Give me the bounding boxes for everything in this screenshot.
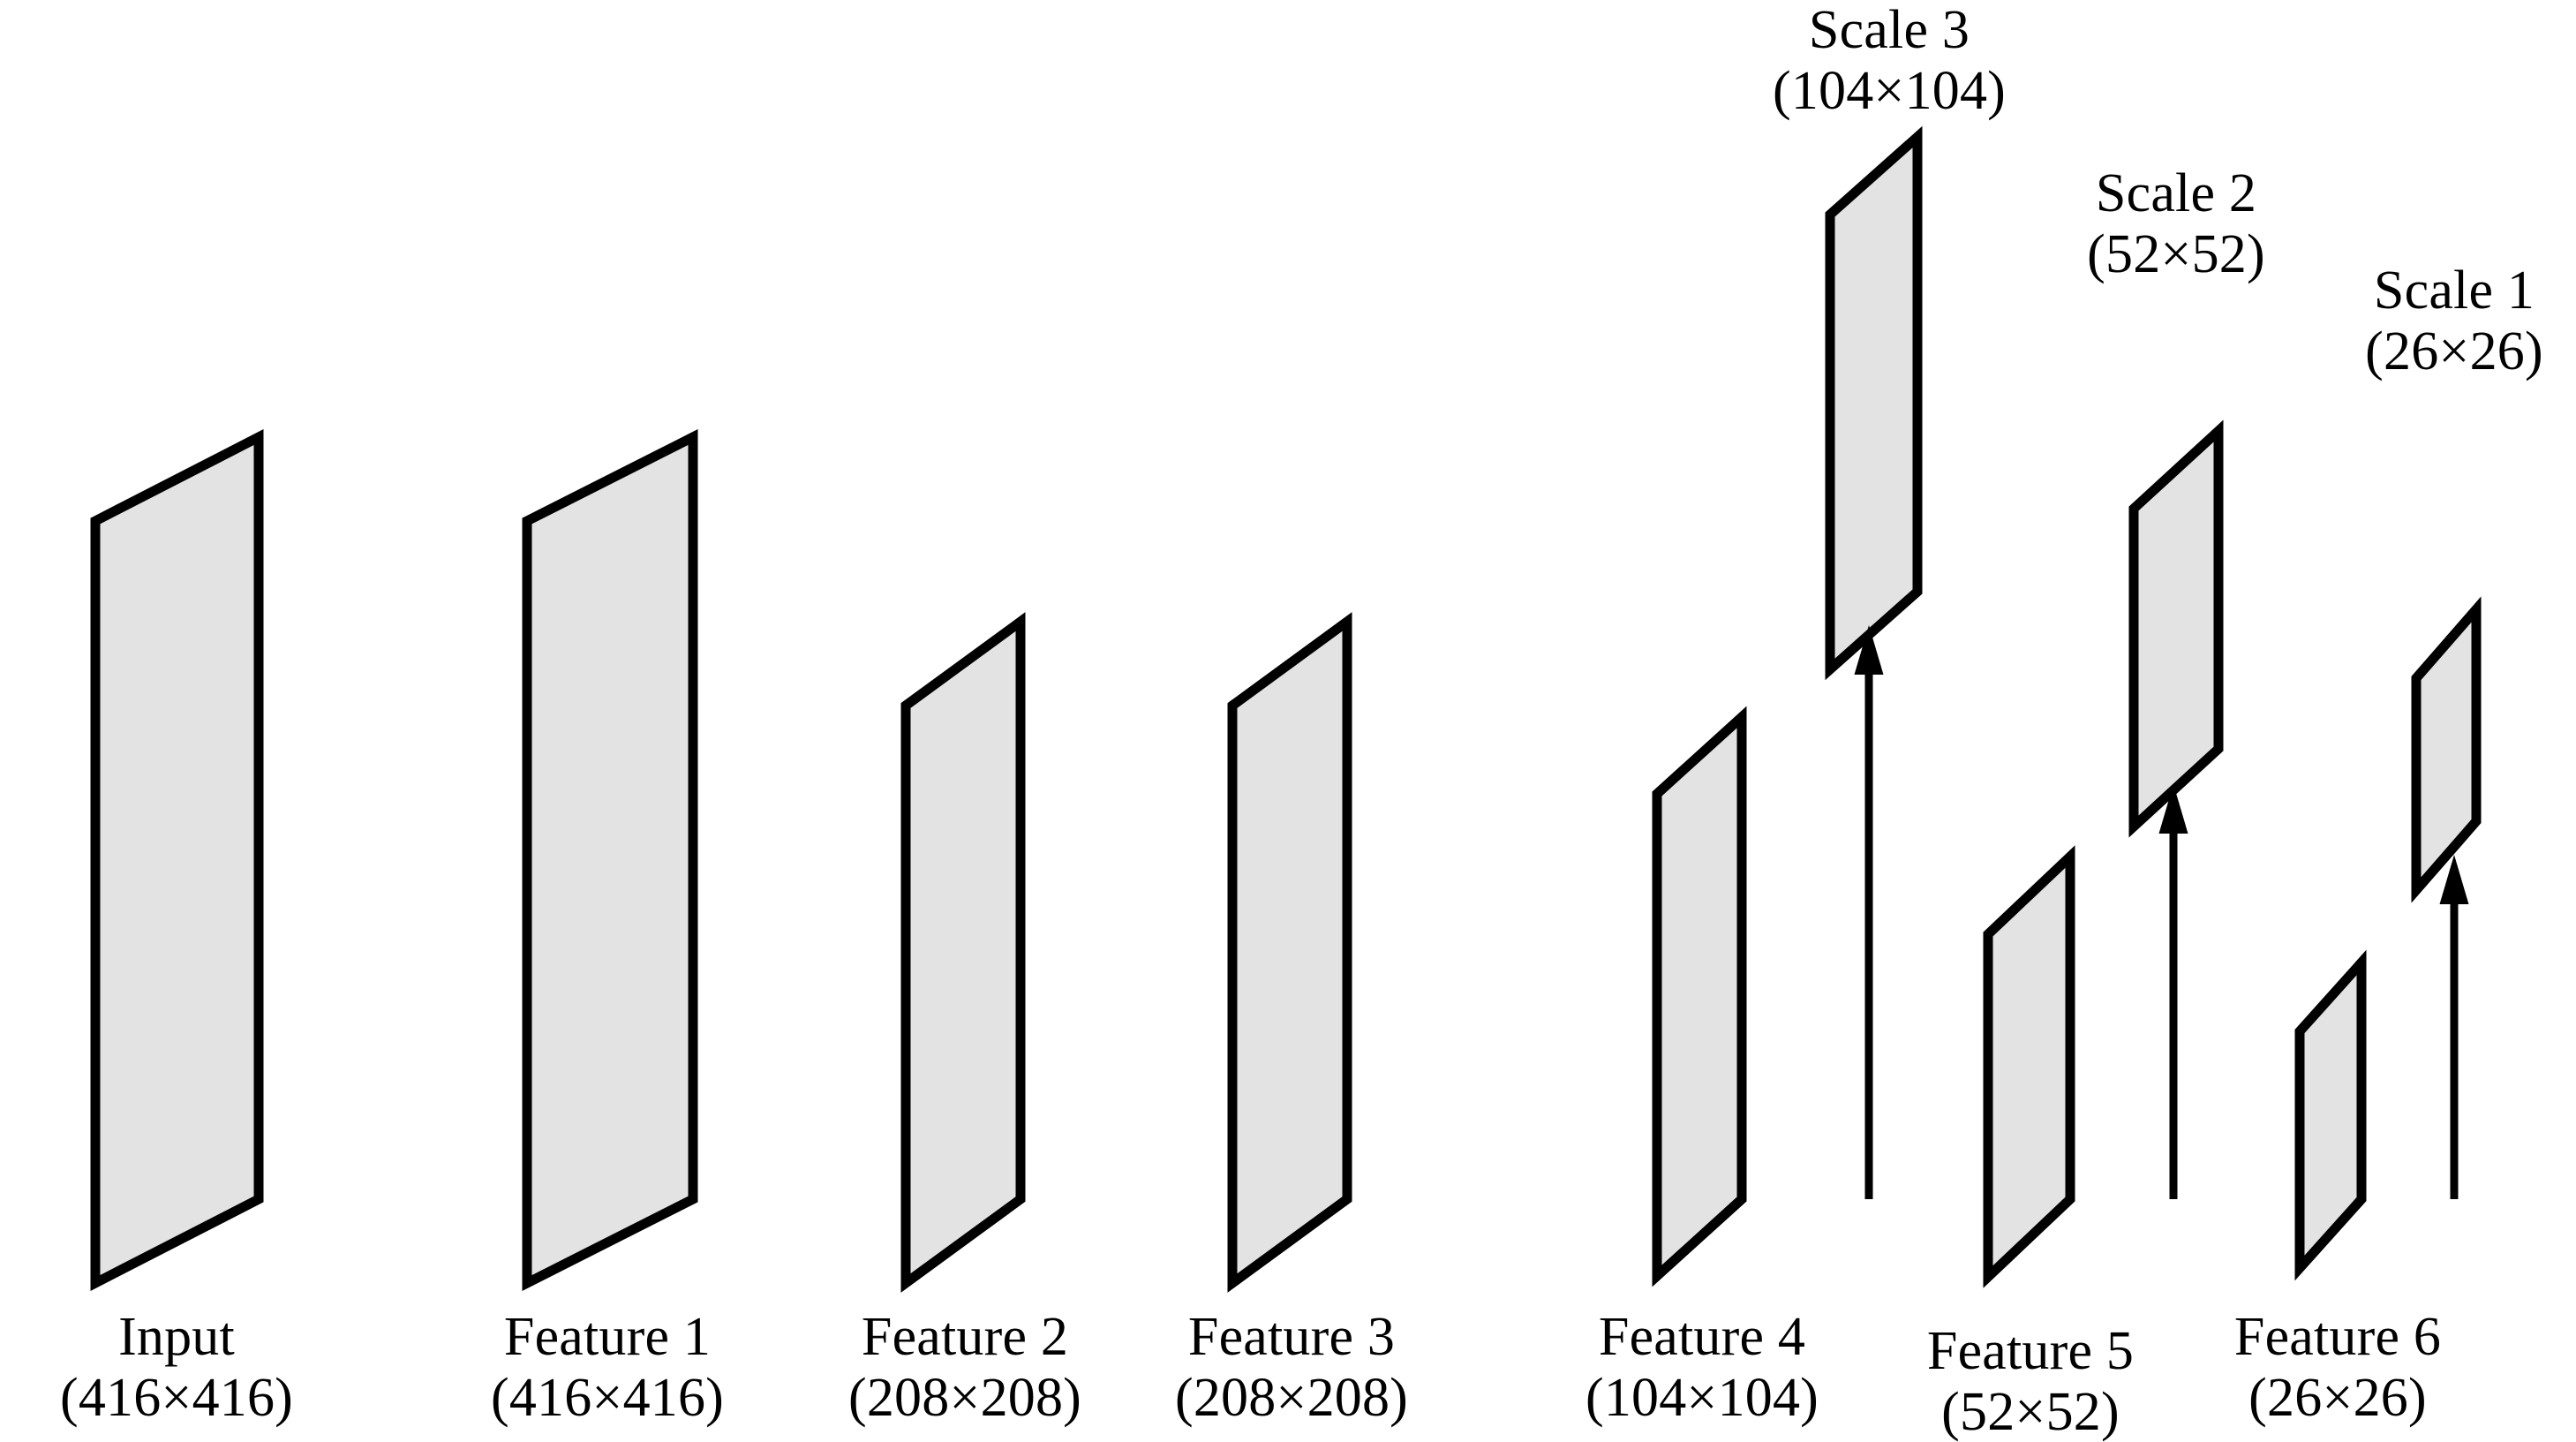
scale-label-scale-1: Scale 1(26×26)	[2365, 260, 2543, 383]
feature-map-slab-layer	[90, 125, 2482, 1293]
scale-size-scale-2: (52×52)	[2087, 224, 2265, 285]
feature-slab-feature-6	[2294, 949, 2367, 1281]
feature-slab-feature-1	[522, 429, 698, 1291]
arrow-to-scale-2-head	[2158, 784, 2188, 834]
feature-slab-feature-5	[1983, 845, 2075, 1288]
feature-label-feature-5: Feature 5(52×52)	[1927, 1321, 2134, 1442]
scale-name-scale-3: Scale 3	[1808, 0, 1970, 60]
feature-size-input: (416×416)	[59, 1368, 294, 1429]
feature-name-feature-1: Feature 1	[503, 1307, 712, 1367]
arrow-layer	[1854, 625, 2469, 1199]
feature-size-feature-2: (208×208)	[847, 1368, 1082, 1429]
feature-name-feature-2: Feature 2	[861, 1307, 1069, 1367]
feature-size-feature-5: (52×52)	[1941, 1382, 2120, 1442]
feature-label-feature-4: Feature 4(104×104)	[1586, 1307, 1819, 1430]
feature-slab-feature-4	[1652, 706, 1747, 1287]
feature-slab-feature-3	[1227, 612, 1352, 1293]
feature-slab-feature-2	[900, 612, 1026, 1293]
feature-label-feature-2: Feature 2(208×208)	[848, 1307, 1081, 1430]
scale-slab-scale-2	[2128, 419, 2224, 838]
feature-label-feature-1: Feature 1(416×416)	[491, 1307, 724, 1430]
feature-name-feature-6: Feature 6	[2233, 1307, 2442, 1367]
scale-name-scale-2: Scale 2	[2095, 163, 2257, 223]
scale-label-scale-2: Scale 2(52×52)	[2087, 163, 2265, 286]
scale-name-scale-1: Scale 1	[2373, 260, 2535, 321]
feature-size-feature-4: (104×104)	[1585, 1368, 1819, 1429]
scale-label-scale-3: Scale 3(104×104)	[1773, 0, 2006, 123]
feature-label-feature-6: Feature 6(26×26)	[2234, 1307, 2441, 1430]
scale-size-scale-3: (104×104)	[1772, 61, 2007, 122]
scale-slab-scale-1	[2411, 596, 2482, 903]
feature-size-feature-3: (208×208)	[1174, 1368, 1409, 1429]
feature-slab-input	[90, 428, 264, 1292]
feature-name-feature-3: Feature 3	[1187, 1307, 1396, 1367]
feature-name-feature-4: Feature 4	[1598, 1307, 1806, 1367]
feature-label-feature-3: Feature 3(208×208)	[1175, 1307, 1408, 1430]
feature-size-feature-6: (26×26)	[2248, 1368, 2427, 1429]
feature-name-feature-5: Feature 5	[1926, 1321, 2135, 1381]
arrow-to-scale-1-head	[2439, 855, 2469, 904]
feature-name-input: Input	[118, 1307, 235, 1367]
scale-slab-scale-3	[1825, 125, 1923, 681]
arrow-to-scale-3-head	[1854, 625, 1884, 675]
feature-size-feature-1: (416×416)	[490, 1368, 725, 1429]
feature-label-input: Input(416×416)	[60, 1307, 293, 1430]
scale-size-scale-1: (26×26)	[2365, 321, 2543, 382]
